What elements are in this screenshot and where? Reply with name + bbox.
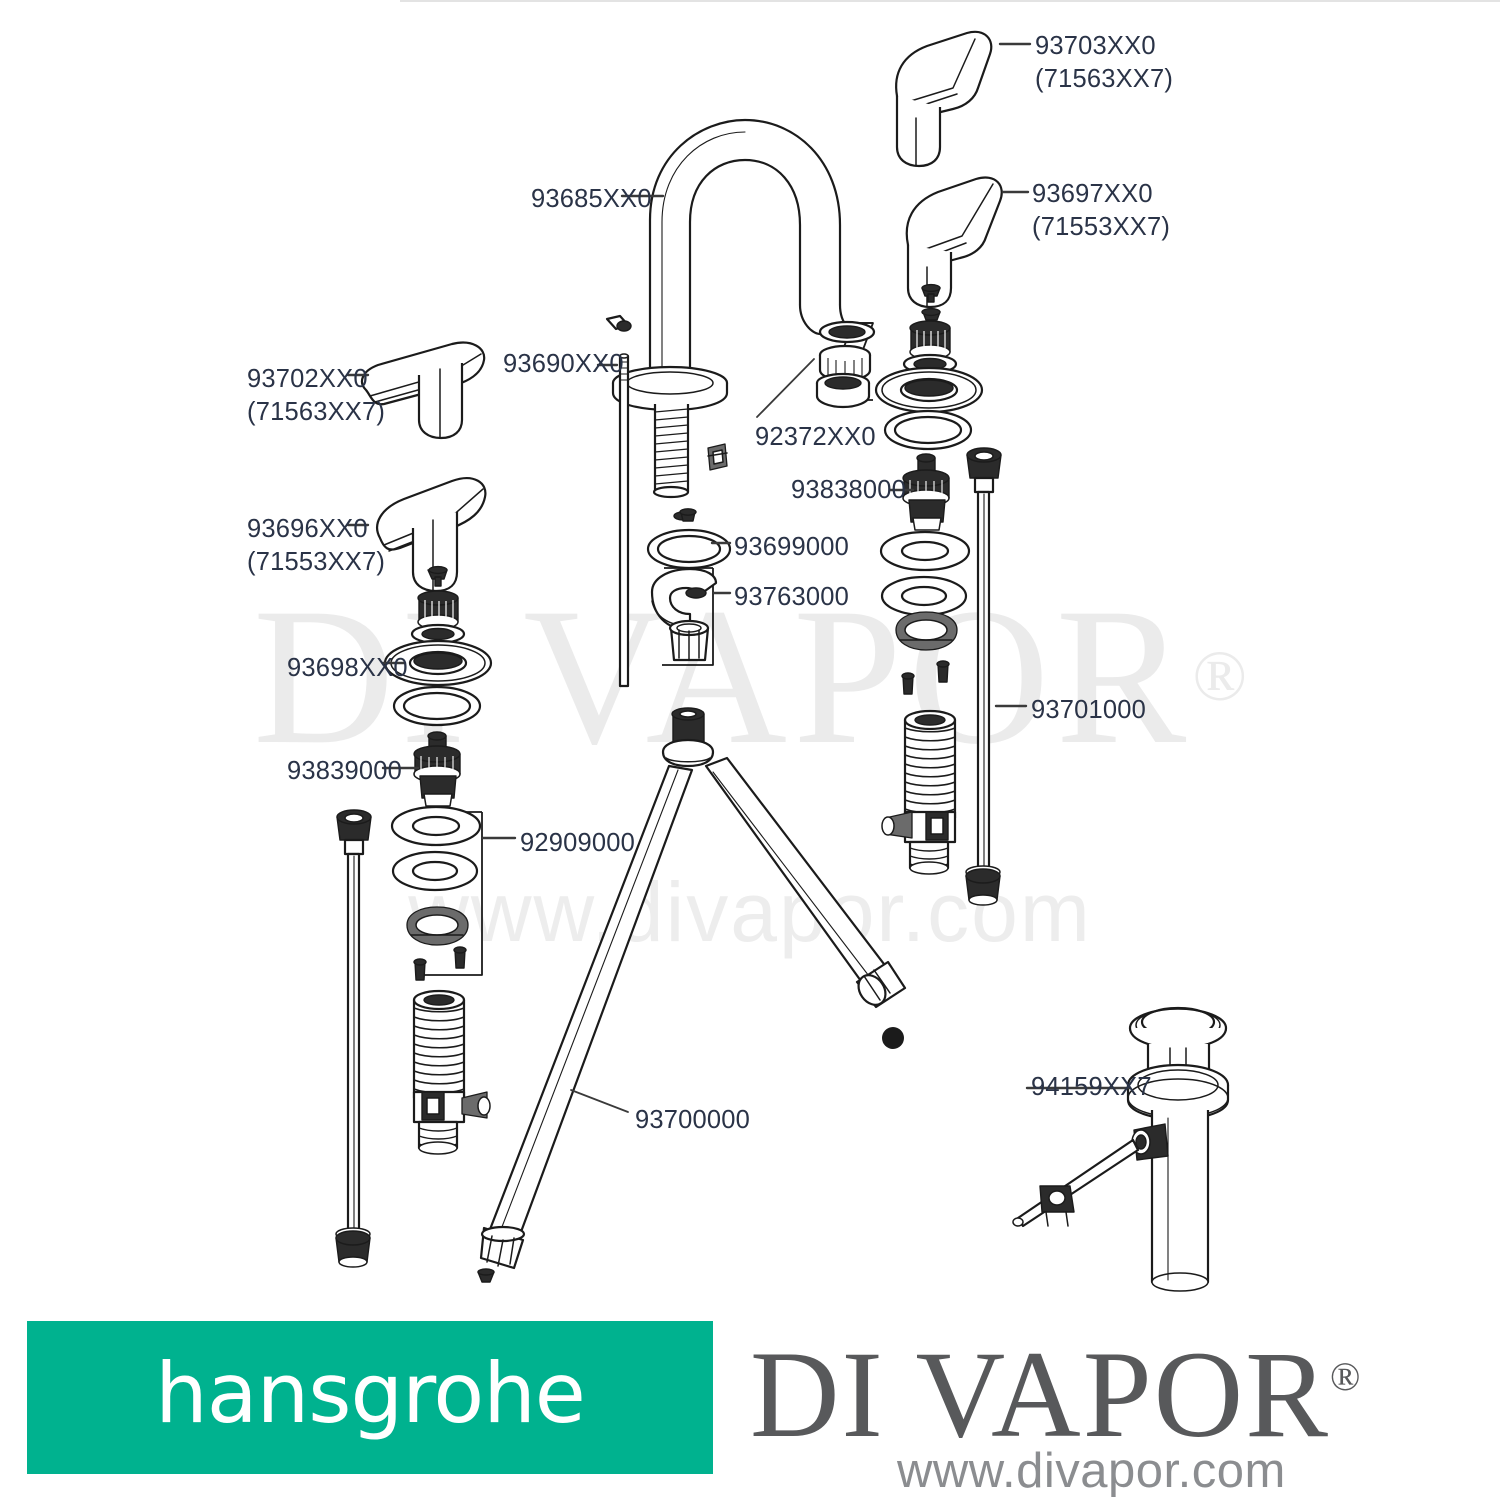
part-clip <box>707 443 728 471</box>
part-label-handle-lever-right: 93697XX0 (71553XX7) <box>1032 178 1170 244</box>
part-code: 93685XX0 <box>531 185 652 213</box>
part-93702-handle <box>360 341 486 440</box>
leader-93700 <box>570 1089 629 1113</box>
part-code: 93763000 <box>734 583 850 611</box>
part-label-handle-lever-left-lower: 93696XX0 (71553XX7) <box>247 513 385 579</box>
part-label-fixing-set: 92909000 <box>520 827 635 860</box>
part-code: 93838000 <box>791 476 907 504</box>
part-code: 92909000 <box>520 829 636 857</box>
part-code: 93698XX0 <box>287 654 408 682</box>
part-94159-popup-waste <box>1012 1006 1230 1292</box>
part-label-pull-rod: 93690XX0 <box>503 348 624 381</box>
part-93699-93763-group <box>646 508 732 666</box>
part-92372-aerator <box>815 320 876 409</box>
part-label-flexible-hose-pair: 93700000 <box>635 1104 750 1137</box>
part-alt-code: (71553XX7) <box>1032 213 1171 241</box>
part-label-fixing-bracket-nut: 93763000 <box>734 581 849 614</box>
divapor-logo-text: DI VAPOR® <box>750 1326 1361 1463</box>
part-alt-code: (71563XX7) <box>247 398 386 426</box>
part-code: 93696XX0 <box>247 515 368 543</box>
part-93700-hoses <box>477 707 907 1283</box>
part-label-connection-hose-right: 93701000 <box>1031 694 1146 727</box>
part-code: 93700000 <box>635 1106 751 1134</box>
header-divider <box>400 0 1500 2</box>
part-alt-code: (71553XX7) <box>247 548 386 576</box>
part-label-cartridge-right: 93838000 <box>791 474 906 507</box>
part-93690-pull-rod <box>605 314 632 688</box>
part-code: 93701000 <box>1031 696 1147 724</box>
part-code: 93697XX0 <box>1032 180 1153 208</box>
divapor-url-text: www.divapor.com <box>897 1444 1286 1498</box>
part-left-supply-hose <box>335 809 372 1268</box>
leader-92372 <box>756 358 815 418</box>
part-code: 93703XX0 <box>1035 32 1156 60</box>
part-93703-handle <box>895 30 993 168</box>
part-label-pop-up-waste: 94159XX7 <box>1031 1071 1152 1104</box>
part-93697-handle <box>905 176 1003 309</box>
part-label-aerator-set: 92372XX0 <box>755 421 876 454</box>
part-93696-handle <box>376 477 487 593</box>
hansgrohe-logo-box: hansgrohe <box>27 1321 713 1474</box>
part-stack-right <box>874 307 984 875</box>
part-stack-left <box>383 590 493 1155</box>
part-label-handle-lever-left: 93702XX0 (71563XX7) <box>247 363 385 429</box>
part-code: 94159XX7 <box>1031 1073 1152 1101</box>
part-label-spout: 93685XX0 <box>531 183 652 216</box>
part-93701-hose <box>965 447 1002 906</box>
part-code: 93699000 <box>734 533 850 561</box>
part-label-washer-ring: 93699000 <box>734 531 849 564</box>
part-alt-code: (71563XX7) <box>1035 65 1174 93</box>
hansgrohe-logo-text: hansgrohe <box>155 1345 586 1442</box>
part-label-cartridge-left: 93839000 <box>287 755 402 788</box>
part-93685-spout <box>611 118 864 521</box>
part-label-escutcheon-ring: 93698XX0 <box>287 652 408 685</box>
footer-branding-bar: hansgrohe DI VAPOR® www.divapor.com <box>0 1320 1500 1500</box>
part-code: 92372XX0 <box>755 423 876 451</box>
part-label-handle-lever-upper-right: 93703XX0 (71563XX7) <box>1035 30 1173 96</box>
part-code: 93690XX0 <box>503 350 624 378</box>
part-code: 93839000 <box>287 757 403 785</box>
part-code: 93702XX0 <box>247 365 368 393</box>
